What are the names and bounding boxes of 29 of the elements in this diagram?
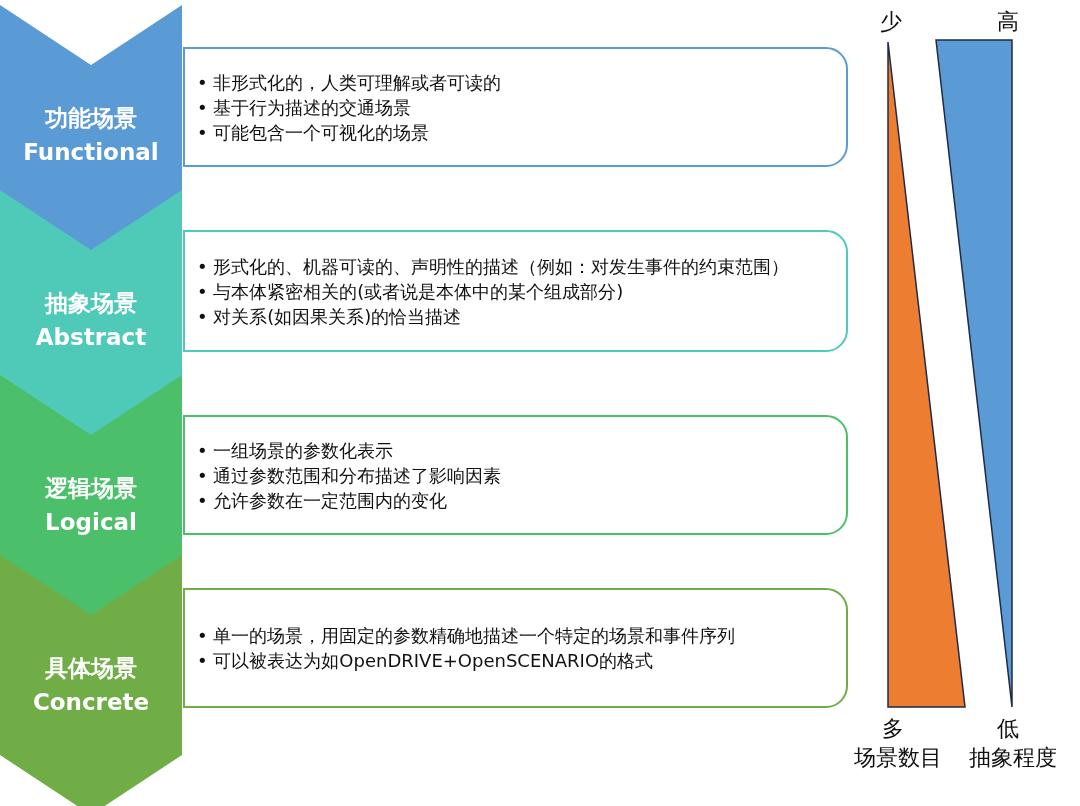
stage-title: 功能场景 [44,104,138,133]
bullet-item: • 基于行为描述的交通场景 [197,95,413,120]
stage-subtitle: Functional [22,138,160,167]
stage-subtitle: Logical [44,508,138,537]
stage-subtitle: Abstract [34,323,148,352]
description-box [183,415,848,535]
axis-label: 抽象程度 [969,745,1057,771]
stage-subtitle: Concrete [31,688,151,717]
stage-title: 抽象场景 [43,289,138,318]
description-box [183,230,848,352]
scale-label: 多 [882,716,904,742]
bullet-item: • 单一的场景，用固定的参数精确地描述一个特定的场景和事件序列 [197,624,736,648]
bullet-item: • 允许参数在一定范围内的变化 [197,488,449,513]
description-box [183,588,848,708]
bullet-item: • 非形式化的，人类可理解或者可读的 [197,70,502,95]
bullet-item: • 形式化的、机器可读的、声明性的描述（例如：对发生事件的约束范围） [197,254,790,279]
scale-label: 低 [997,716,1019,742]
bullet-item: • 通过参数范围和分布描述了影响因素 [197,463,502,488]
scale-label: 高 [997,9,1019,35]
bullet-item: • 对关系(如因果关系)的恰当描述 [197,304,463,329]
bullet-item: • 与本体紧密相关的(或者说是本体中的某个组成部分) [197,279,625,304]
axis-label: 场景数目 [854,745,942,771]
stage-title: 具体场景 [44,654,138,683]
bullet-item: • 一组场景的参数化表示 [197,438,395,463]
description-box [183,47,848,167]
bullet-item: • 可能包含一个可视化的场景 [197,120,431,145]
bullet-item: • 可以被表达为如OpenDRIVE+OpenSCENARIO的格式 [197,649,655,673]
stage-title: 逻辑场景 [44,474,138,503]
scale-label: 少 [880,9,902,35]
